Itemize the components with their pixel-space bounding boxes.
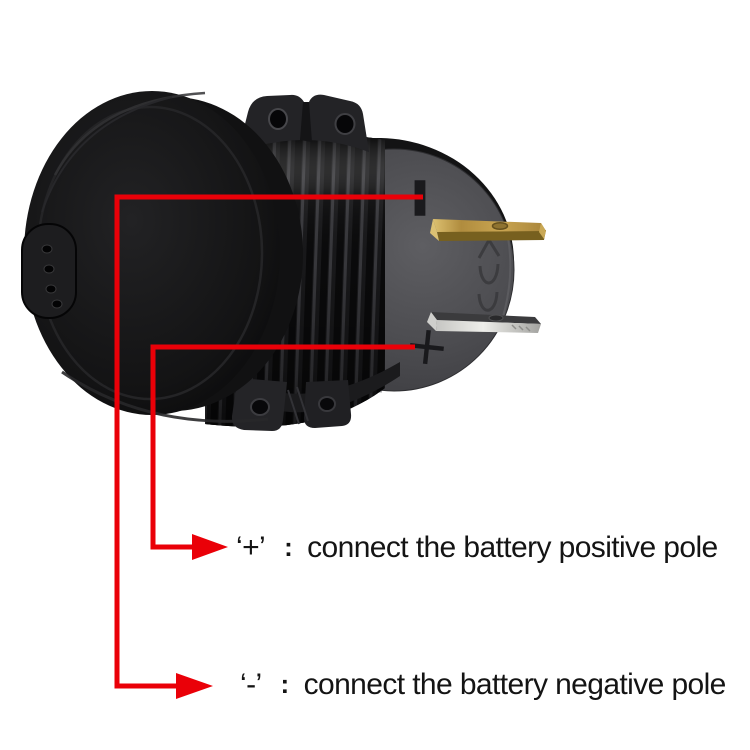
wire-connector-nub bbox=[21, 223, 77, 319]
terminal-positive-silver bbox=[427, 312, 541, 333]
terminal-negative-brass bbox=[430, 219, 546, 241]
negative-colon: : bbox=[280, 669, 290, 699]
negative-arrowhead-icon bbox=[176, 673, 213, 699]
negative-text: connect the battery negative pole bbox=[303, 668, 727, 701]
charger-socket-device: - + bbox=[21, 91, 546, 431]
nut-tab-hole bbox=[318, 396, 336, 412]
positive-pole-label: ‘+’: connect the battery positive pole bbox=[236, 531, 718, 564]
flange-bottom-rim bbox=[61, 370, 269, 423]
positive-symbol: ‘+’ bbox=[236, 531, 266, 564]
flange-top-highlight bbox=[53, 91, 206, 176]
terminal-hole bbox=[491, 222, 509, 230]
positive-colon: : bbox=[284, 532, 293, 562]
positive-text: connect the battery positive pole bbox=[307, 531, 718, 564]
positive-callout-line bbox=[150, 344, 415, 550]
negative-pole-label: ‘-’: connect the battery negative pole bbox=[240, 668, 726, 701]
nut-tab-hole bbox=[334, 113, 356, 135]
front-flange bbox=[21, 91, 303, 423]
positive-arrowhead-icon bbox=[192, 534, 228, 560]
negative-callout-line bbox=[114, 194, 423, 689]
nut-tab-hole bbox=[250, 398, 270, 416]
terminal-hole bbox=[488, 314, 504, 322]
nut-tab-hole bbox=[268, 108, 288, 130]
negative-symbol: ‘-’ bbox=[240, 668, 262, 701]
annotation-lines bbox=[114, 194, 423, 699]
